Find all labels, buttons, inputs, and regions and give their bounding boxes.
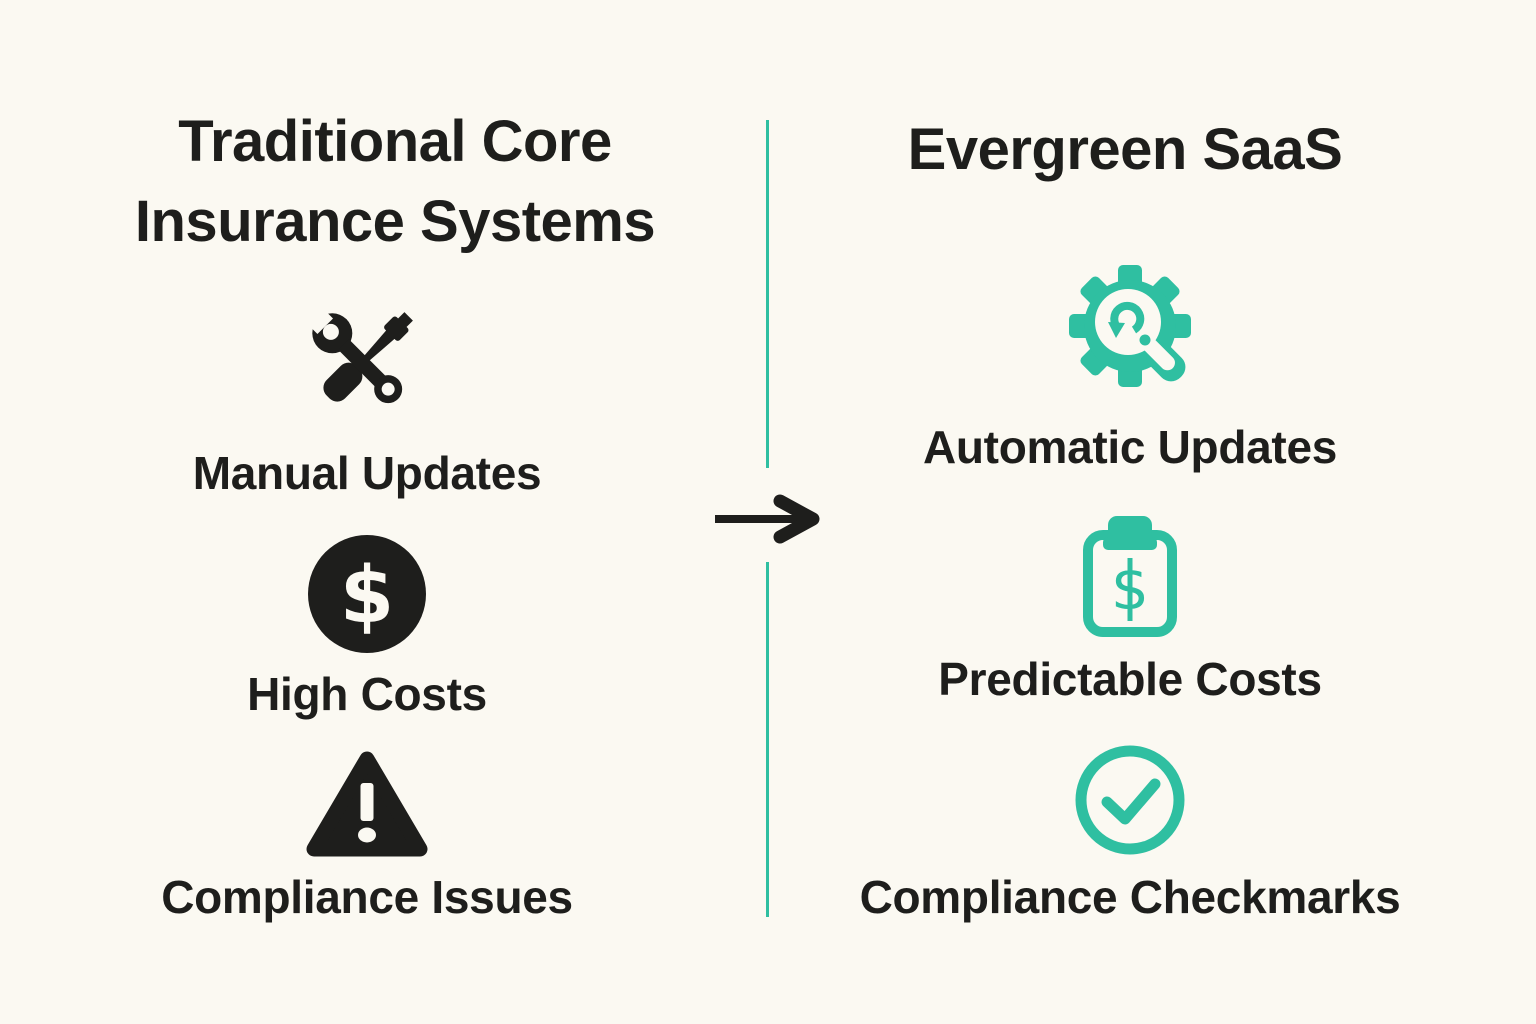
item-label-compliance-checkmarks: Compliance Checkmarks	[859, 871, 1401, 923]
right-arrow-icon	[712, 494, 828, 544]
divider-line-bottom	[766, 562, 769, 917]
warning-triangle-icon	[304, 748, 430, 860]
gear-sync-icon	[1064, 262, 1196, 398]
divider-line-top	[766, 120, 769, 468]
dollar-coin-icon: $	[308, 535, 426, 653]
dollar-glyph: $	[1111, 554, 1149, 624]
item-label-predictable-costs: Predictable Costs	[938, 653, 1322, 705]
item-label-compliance-issues: Compliance Issues	[161, 871, 573, 923]
wrench-screwdriver-icon	[292, 293, 432, 433]
clipboard-dollar-icon: $	[1082, 514, 1178, 638]
check-circle-icon	[1074, 744, 1186, 856]
left-column-title: Traditional Core Insurance Systems	[134, 109, 656, 254]
right-column-title: Evergreen SaaS	[907, 117, 1343, 182]
item-label-high-costs: High Costs	[247, 668, 487, 720]
dollar-glyph: $	[340, 551, 394, 641]
item-label-automatic-updates: Automatic Updates	[922, 421, 1338, 473]
item-label-manual-updates: Manual Updates	[192, 447, 542, 499]
